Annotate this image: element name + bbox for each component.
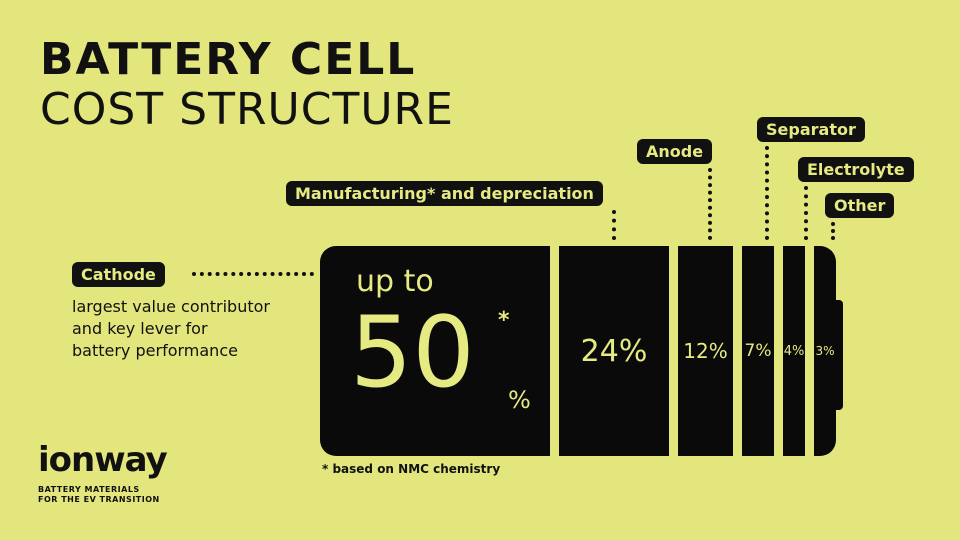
label-electrolyte: Electrolyte <box>798 157 914 182</box>
label-cathode: Cathode <box>72 262 165 287</box>
connector-other <box>831 222 835 240</box>
connector-cathode <box>192 272 314 276</box>
bar-anode: 12% <box>678 246 733 456</box>
label-separator: Separator <box>757 117 865 142</box>
footnote: * based on NMC chemistry <box>322 462 501 476</box>
cathode-unit: % <box>508 386 531 414</box>
label-other: Other <box>825 193 895 218</box>
ionway-logo: ionway <box>38 440 168 480</box>
bar-electrolyte: 4% <box>783 246 805 456</box>
connector-anode <box>708 168 712 240</box>
cathode-asterisk: * <box>498 308 510 333</box>
bar-value-label: 24% <box>580 333 648 369</box>
title-line-1: BATTERY CELL <box>40 34 417 85</box>
bar-manufacturing: 24% <box>559 246 669 456</box>
cathode-description: largest value contributor and key lever … <box>72 296 270 362</box>
desc-line: battery performance <box>72 341 238 360</box>
desc-line: largest value contributor <box>72 297 270 316</box>
bar-other: 3% <box>814 246 836 456</box>
bar-value-label: 7% <box>744 341 772 361</box>
connector-electrolyte <box>804 186 808 240</box>
tagline-line: BATTERY MATERIALS <box>38 485 140 494</box>
brand-tagline: BATTERY MATERIALS FOR THE EV TRANSITION <box>38 485 160 505</box>
connector-separator <box>765 146 769 240</box>
bar-separator: 7% <box>742 246 774 456</box>
label-manufacturing: Manufacturing* and depreciation <box>286 181 603 206</box>
desc-line: and key lever for <box>72 319 208 338</box>
cathode-value: 50 <box>350 296 475 410</box>
cathode-prefix: up to <box>356 264 434 299</box>
battery-terminal <box>834 300 843 410</box>
connector-manufacturing <box>612 210 616 240</box>
label-anode: Anode <box>637 139 713 164</box>
title-line-2: COST STRUCTURE <box>40 84 454 135</box>
bar-value-label: 4% <box>783 343 805 359</box>
tagline-line: FOR THE EV TRANSITION <box>38 495 160 504</box>
bar-value-label: 12% <box>683 339 728 363</box>
bar-value-label: 3% <box>815 344 835 358</box>
